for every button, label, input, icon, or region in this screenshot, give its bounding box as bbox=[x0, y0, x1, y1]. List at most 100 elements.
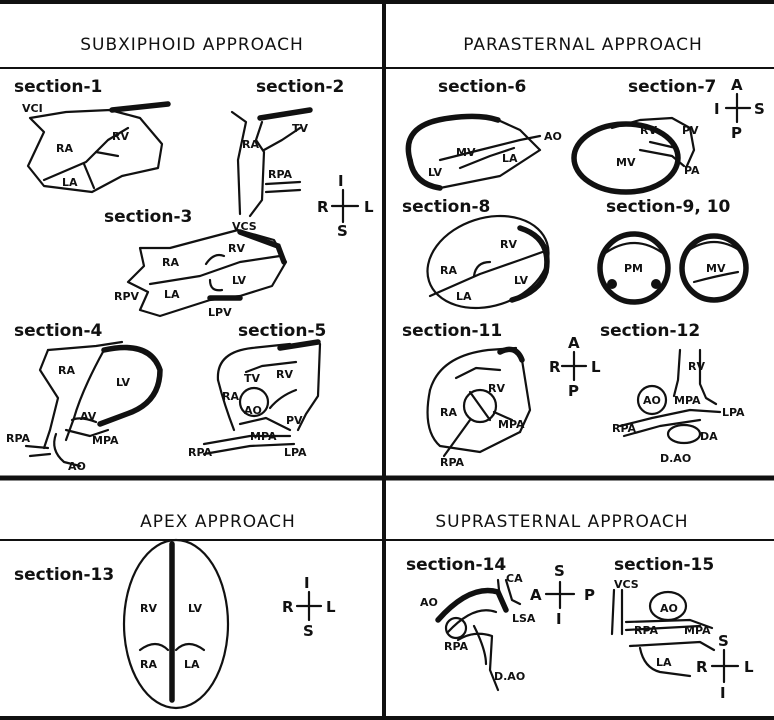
label-lpv: LPV bbox=[208, 306, 232, 319]
label-pv-s5: PV bbox=[286, 414, 303, 427]
section-5-diagram: section-5 TV RV RA AO PV MPA RPA LPA bbox=[188, 321, 326, 459]
compass-parasternal-bottom: A R L P bbox=[549, 334, 601, 400]
label-ao-s12: AO bbox=[643, 394, 661, 407]
label-la: LA bbox=[62, 176, 78, 189]
label-ra: RA bbox=[56, 142, 73, 155]
svg-text:R: R bbox=[282, 598, 294, 616]
label-mpa-s12: MPA bbox=[674, 394, 701, 407]
section-2-title: section-2 bbox=[256, 77, 344, 97]
section-3-title: section-3 bbox=[104, 207, 192, 227]
section-3-diagram: section-3 RA RV LA LV RPV LPV bbox=[104, 207, 286, 319]
label-rv: RV bbox=[112, 130, 129, 143]
section-1-title: section-1 bbox=[14, 77, 102, 97]
label-ao-s6: AO bbox=[544, 130, 562, 143]
label-rv-s12: RV bbox=[688, 360, 705, 373]
label-lpa-s5: LPA bbox=[284, 446, 307, 459]
label-pa-s7: PA bbox=[684, 164, 700, 177]
suprasternal-header: SUPRASTERNAL APPROACH bbox=[435, 512, 688, 532]
subxiphoid-header: SUBXIPHOID APPROACH bbox=[80, 35, 304, 55]
label-rpa-s14: RPA bbox=[444, 640, 469, 653]
label-rpv: RPV bbox=[114, 290, 140, 303]
svg-text:R: R bbox=[549, 358, 561, 376]
svg-text:A: A bbox=[731, 76, 743, 94]
svg-text:S: S bbox=[303, 622, 314, 640]
label-mv-s7: MV bbox=[616, 156, 636, 169]
section-14-diagram: section-14 AO CA LSA RPA D.AO bbox=[406, 555, 536, 690]
section-4-title: section-4 bbox=[14, 321, 103, 341]
label-lv-s4: LV bbox=[116, 376, 130, 389]
svg-text:I: I bbox=[714, 100, 720, 118]
svg-text:I: I bbox=[556, 610, 562, 628]
label-la-s13: LA bbox=[184, 658, 200, 671]
label-rpa-s12: RPA bbox=[612, 422, 637, 435]
label-rv-s13: RV bbox=[140, 602, 157, 615]
section-5-title: section-5 bbox=[238, 321, 326, 341]
section-7-title: section-7 bbox=[628, 77, 716, 97]
label-lv-s3: LV bbox=[232, 274, 246, 287]
label-ra-s5: RA bbox=[222, 390, 239, 403]
section-12-diagram: section-12 RV AO MPA LPA RPA DA D.AO bbox=[600, 321, 745, 465]
label-pm: PM bbox=[624, 262, 643, 275]
label-la-s3: LA bbox=[164, 288, 180, 301]
svg-text:S: S bbox=[718, 632, 729, 650]
svg-text:I: I bbox=[304, 574, 310, 592]
label-rpa-s5: RPA bbox=[188, 446, 213, 459]
label-dao-s14: D.AO bbox=[494, 670, 525, 683]
svg-text:L: L bbox=[364, 198, 374, 216]
label-ao-s5: AO bbox=[244, 404, 262, 417]
label-ra-s11: RA bbox=[440, 406, 457, 419]
section-11-title: section-11 bbox=[402, 321, 502, 341]
svg-text:P: P bbox=[731, 124, 742, 142]
label-rv-s7: RV bbox=[640, 124, 657, 137]
label-la-s15: LA bbox=[656, 656, 672, 669]
section-9-10-title: section-9, 10 bbox=[606, 197, 731, 217]
label-dao-s12: D.AO bbox=[660, 452, 691, 465]
svg-text:S: S bbox=[337, 222, 348, 240]
label-lsa: LSA bbox=[512, 612, 536, 625]
label-rv-s11: RV bbox=[488, 382, 505, 395]
label-rpa-s11: RPA bbox=[440, 456, 465, 469]
parasternal-header: PARASTERNAL APPROACH bbox=[463, 35, 703, 55]
label-ra-s4: RA bbox=[58, 364, 75, 377]
label-ra-s3: RA bbox=[162, 256, 179, 269]
label-ra-s8: RA bbox=[440, 264, 457, 277]
section-9-10-diagram: section-9, 10 PM MV bbox=[600, 197, 746, 302]
svg-text:L: L bbox=[591, 358, 601, 376]
svg-text:A: A bbox=[568, 334, 580, 352]
label-la-s6: LA bbox=[502, 152, 518, 165]
label-rv-s5: RV bbox=[276, 368, 293, 381]
svg-text:L: L bbox=[744, 658, 754, 676]
section-13-diagram: section-13 RV LV RA LA bbox=[14, 540, 228, 708]
section-13-title: section-13 bbox=[14, 565, 114, 585]
label-lv-s8: LV bbox=[514, 274, 528, 287]
label-tv-s5: TV bbox=[244, 372, 261, 385]
label-ca: CA bbox=[506, 572, 523, 585]
label-rpa-s4: RPA bbox=[6, 432, 31, 445]
svg-text:L: L bbox=[326, 598, 336, 616]
label-la-s8: LA bbox=[456, 290, 472, 303]
label-vcs-s15: VCS bbox=[614, 578, 639, 591]
compass-suprasternal: S A P I bbox=[530, 562, 595, 628]
section-7-diagram: section-7 RV PV MV PA bbox=[574, 77, 716, 192]
label-lv-s6: LV bbox=[428, 166, 442, 179]
label-rv-s3: RV bbox=[228, 242, 245, 255]
label-rv-s8: RV bbox=[500, 238, 517, 251]
label-rpa-s2: RPA bbox=[268, 168, 293, 181]
label-ao-s14: AO bbox=[420, 596, 438, 609]
section-11-diagram: section-11 RA RV MPA RPA bbox=[402, 321, 530, 469]
label-mpa-s5: MPA bbox=[250, 430, 277, 443]
label-tv: TV bbox=[292, 122, 309, 135]
section-6-title: section-6 bbox=[438, 77, 526, 97]
svg-text:S: S bbox=[554, 562, 565, 580]
label-lv-s13: LV bbox=[188, 602, 202, 615]
section-8-diagram: section-8 RA RV LA LV bbox=[402, 197, 561, 323]
label-da: DA bbox=[700, 430, 718, 443]
svg-text:I: I bbox=[338, 172, 344, 190]
label-mpa-s15: MPA bbox=[684, 624, 711, 637]
svg-text:I: I bbox=[720, 684, 726, 702]
svg-text:P: P bbox=[584, 586, 595, 604]
label-ao-s4: AO bbox=[68, 460, 86, 473]
section-4-diagram: section-4 RA LV AV MPA RPA AO bbox=[6, 321, 160, 473]
label-ra-s13: RA bbox=[140, 658, 157, 671]
